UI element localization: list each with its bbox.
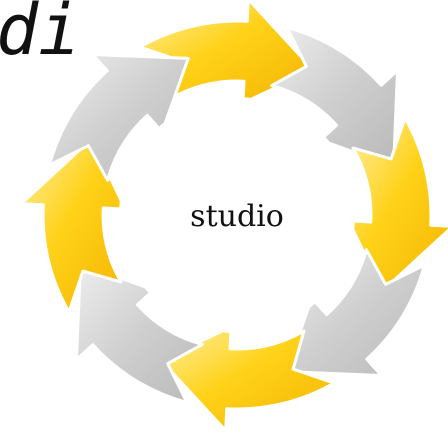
center-label: studio [190, 199, 284, 234]
corner-text: di [0, 0, 80, 71]
